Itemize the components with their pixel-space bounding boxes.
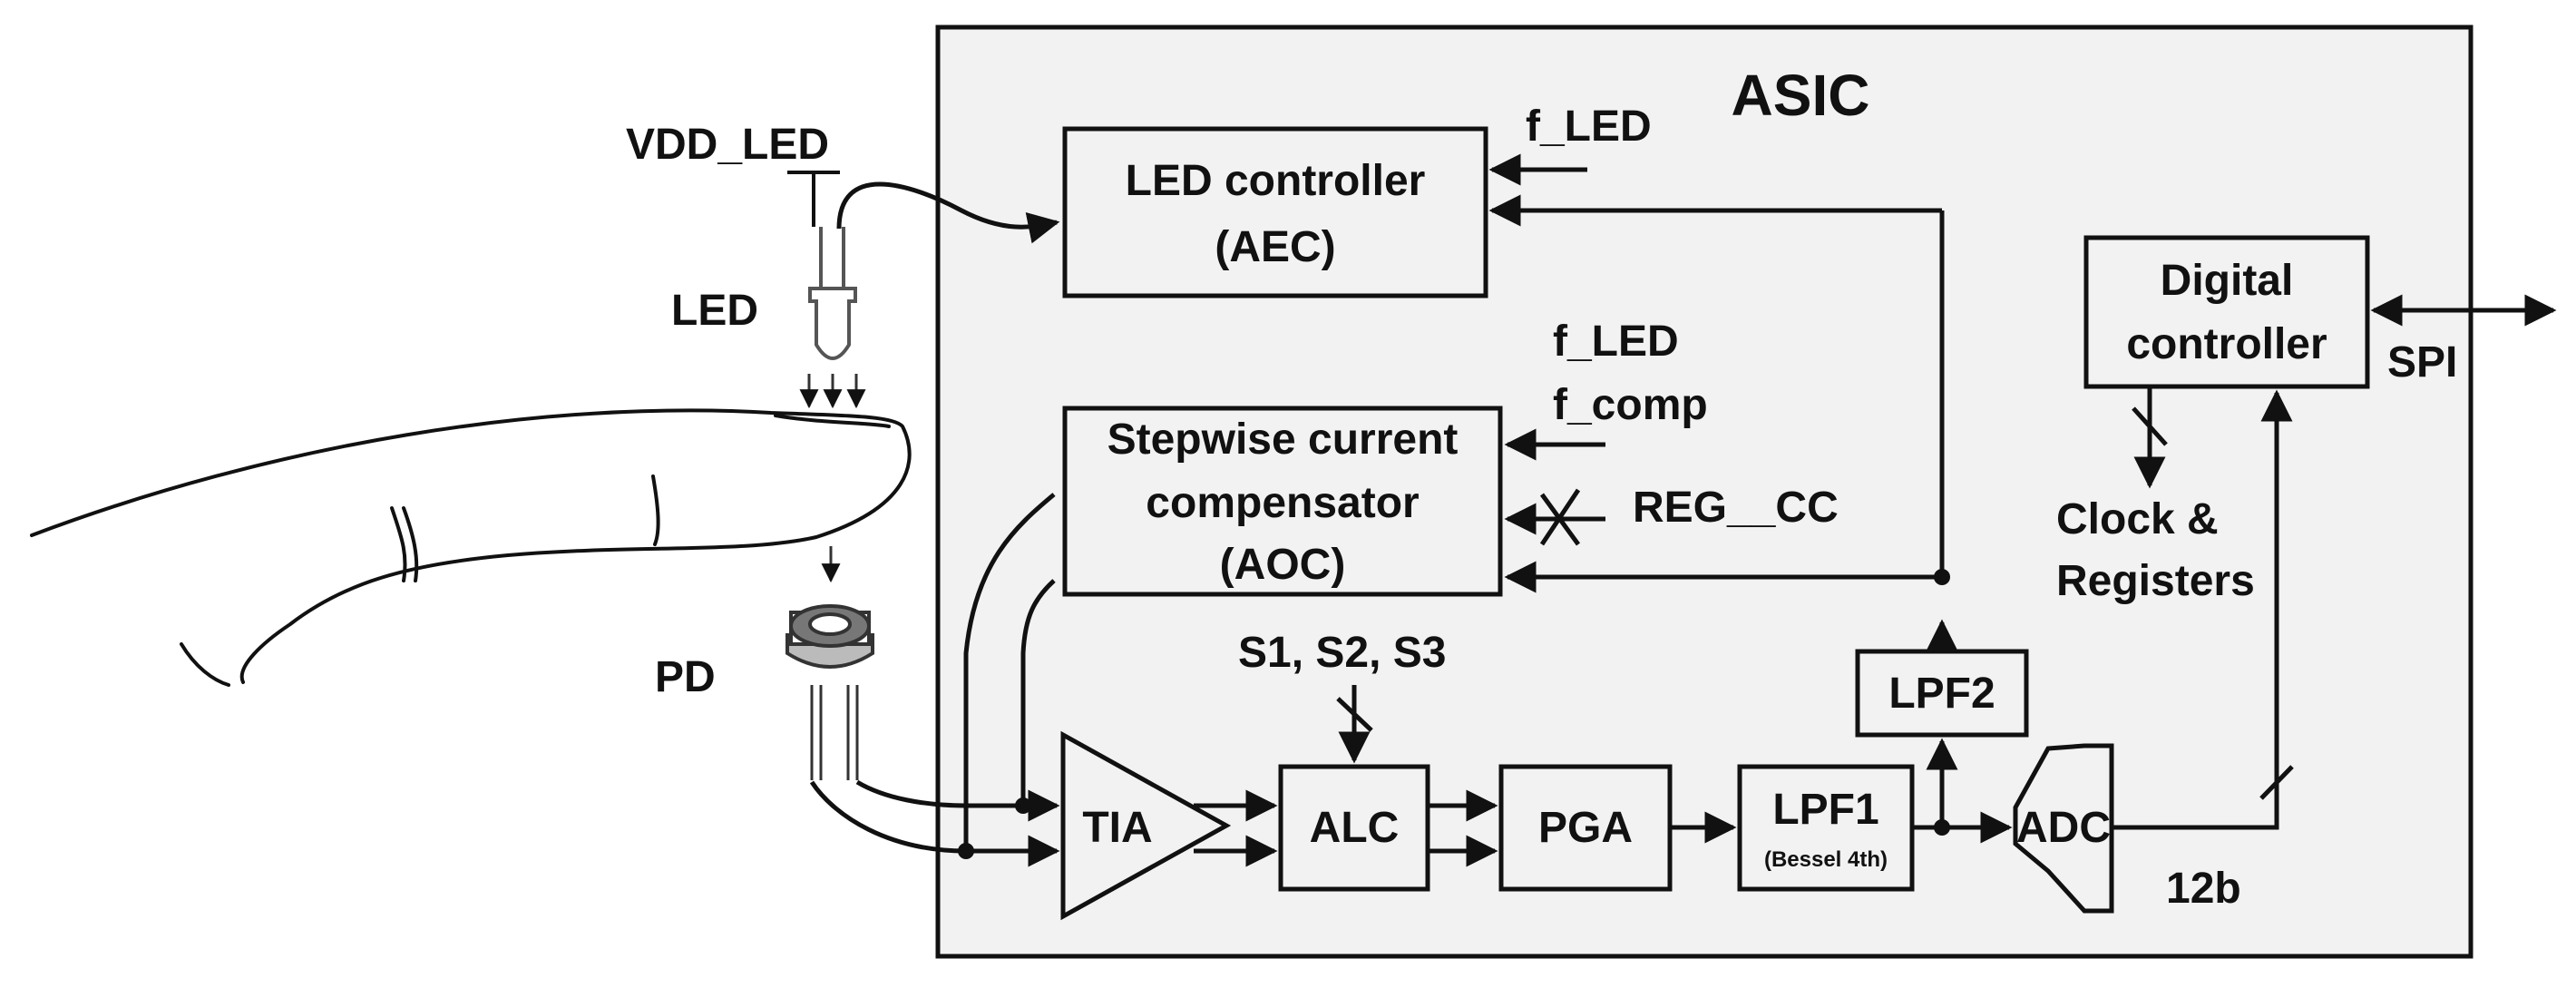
finger-icon: [30, 408, 912, 687]
f-led-mid-label: f_LED: [1553, 318, 1679, 366]
led-controller-block: LED controller (AEC): [1062, 126, 1488, 298]
lpf1-block: LPF1 (Bessel 4th): [1737, 764, 1915, 892]
led-controller-label-2: (AEC): [1215, 223, 1335, 271]
f-comp-label: f_comp: [1553, 381, 1708, 429]
reg-cc-label: REG__CC: [1633, 484, 1839, 532]
photodiode-icon: [785, 604, 874, 780]
digital-controller-label-1: Digital: [2161, 257, 2294, 305]
led-label: LED: [671, 287, 758, 335]
alc-label: ALC: [1310, 804, 1400, 852]
lpf2-block: LPF2: [1855, 649, 2029, 738]
vdd-led-label: VDD_LED: [626, 121, 829, 169]
lpf1-sublabel: (Bessel 4th): [1764, 847, 1888, 872]
asic-title: ASIC: [1732, 63, 1870, 128]
tia-amplifier: TIA: [1060, 730, 1232, 921]
compensator-label-1: Stepwise current: [1107, 416, 1459, 464]
pga-block: PGA: [1498, 764, 1673, 892]
adc-block: ADC: [2013, 743, 2114, 914]
switches-label: S1, S2, S3: [1238, 629, 1446, 677]
digital-controller-block: Digital controller: [2083, 235, 2370, 389]
vdd-led-supply: [787, 171, 840, 227]
f-led-top-label: f_LED: [1526, 103, 1652, 151]
led-icon: [808, 227, 857, 360]
alc-block: ALC: [1278, 764, 1430, 892]
compensator-label-2: compensator: [1146, 479, 1419, 527]
signal-wires: [809, 153, 2557, 867]
clock-registers-label-1: Clock &: [2056, 495, 2219, 543]
spi-label: SPI: [2387, 338, 2457, 386]
bus-slashes: [1336, 406, 2294, 800]
pga-label: PGA: [1538, 804, 1633, 852]
adc-bits-label: 12b: [2166, 865, 2241, 913]
compensator-block: Stepwise current compensator (AOC): [1062, 406, 1503, 597]
adc-label: ADC: [2016, 804, 2111, 852]
digital-controller-label-2: controller: [2126, 320, 2327, 368]
compensator-label-3: (AOC): [1220, 541, 1346, 589]
pd-label: PD: [655, 653, 716, 701]
lpf2-label: LPF2: [1888, 670, 1995, 718]
lpf1-label: LPF1: [1772, 786, 1878, 834]
junction-dots: [958, 569, 1950, 859]
light-rays-icon: [799, 374, 866, 583]
clock-registers-label-2: Registers: [2056, 557, 2255, 605]
led-controller-label-1: LED controller: [1126, 157, 1426, 205]
tia-label: TIA: [1082, 804, 1152, 852]
